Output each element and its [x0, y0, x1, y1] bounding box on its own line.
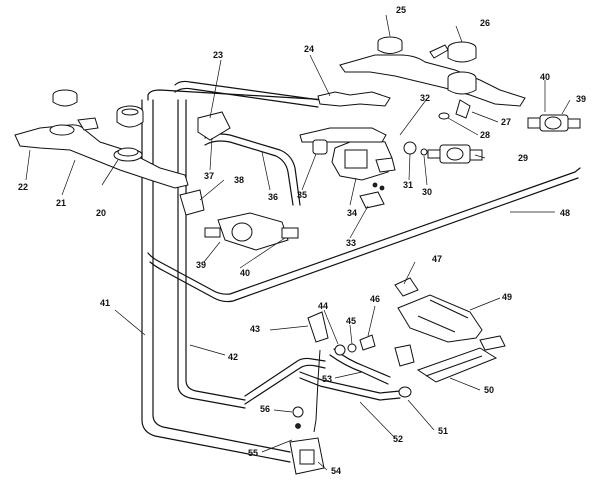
callout-20: 20	[96, 208, 106, 218]
callout-40-left: 40	[240, 268, 250, 278]
callout-51: 51	[438, 426, 448, 436]
leader-lines	[25, 14, 571, 471]
bracket-24	[317, 91, 391, 107]
lower-manifold-49	[394, 277, 506, 351]
callout-46: 46	[370, 294, 380, 304]
callout-52: 52	[393, 434, 403, 444]
callout-30: 30	[422, 187, 432, 197]
callout-39-right: 39	[576, 94, 586, 104]
callout-53: 53	[322, 374, 332, 384]
callout-54: 54	[331, 466, 341, 476]
callout-24: 24	[304, 44, 314, 54]
callout-45: 45	[346, 316, 356, 326]
callout-49: 49	[502, 292, 512, 302]
callout-labels: 20 21 22 23 24 25 26 27 28 29 30 31 32 3…	[18, 5, 586, 476]
callout-43: 43	[250, 324, 260, 334]
callout-33: 33	[346, 238, 356, 248]
callout-27: 27	[501, 117, 511, 127]
callout-26: 26	[480, 18, 490, 28]
callout-23: 23	[213, 50, 223, 60]
callout-36: 36	[268, 192, 278, 202]
callout-47: 47	[432, 254, 442, 264]
valve-body-34	[299, 127, 396, 191]
left-burner-assembly	[14, 89, 189, 189]
callout-32: 32	[420, 93, 430, 103]
callout-44: 44	[318, 301, 328, 311]
callout-22: 22	[18, 182, 28, 192]
lower-fittings	[289, 311, 415, 475]
callout-28: 28	[480, 130, 490, 140]
gas-tubing	[141, 80, 581, 463]
bracket-50	[416, 347, 498, 383]
callout-34: 34	[347, 208, 357, 218]
right-burner-assembly	[339, 36, 526, 120]
callout-37: 37	[204, 171, 214, 181]
callout-55: 55	[248, 448, 258, 458]
callout-25: 25	[396, 5, 406, 15]
valve-29	[427, 144, 483, 164]
callout-48: 48	[560, 208, 570, 218]
callout-31: 31	[403, 180, 413, 190]
callout-39-left: 39	[196, 260, 206, 270]
callout-50: 50	[484, 385, 494, 395]
small-fittings	[179, 111, 428, 216]
callout-56: 56	[260, 404, 270, 414]
valve-39-left	[204, 212, 299, 251]
callout-35: 35	[297, 190, 307, 200]
valve-39-right	[527, 114, 581, 132]
callout-41: 41	[100, 298, 110, 308]
callout-21: 21	[56, 198, 66, 208]
callout-38: 38	[234, 175, 244, 185]
callout-29: 29	[518, 153, 528, 163]
callout-42: 42	[228, 352, 238, 362]
callout-40-right: 40	[540, 72, 550, 82]
